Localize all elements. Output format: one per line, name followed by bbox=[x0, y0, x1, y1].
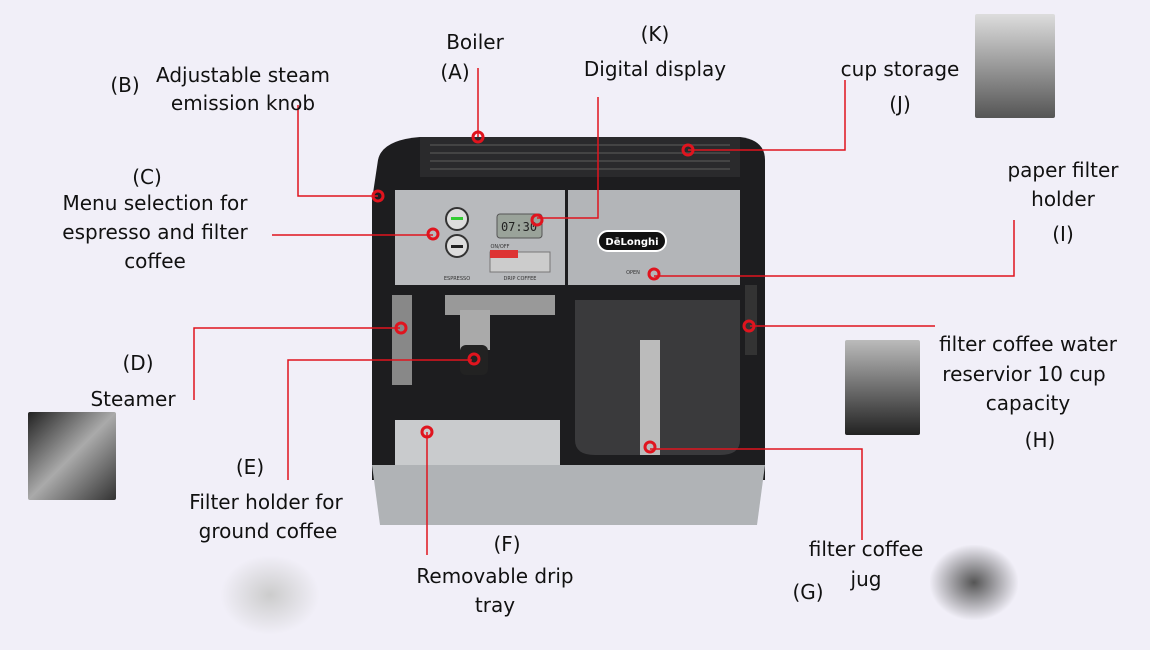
filter-holder-photo bbox=[220, 555, 320, 635]
coffee-jug-photo bbox=[930, 545, 1018, 620]
label-d-name: Steamer bbox=[90, 387, 176, 411]
label-k-letter: (K) bbox=[640, 22, 670, 46]
coffee-machine: ESPRESSO 07:30 ON/OFF DRIP COFFEE DēLong… bbox=[372, 137, 765, 525]
label-i-line1: paper filter bbox=[1007, 158, 1119, 182]
open-label: OPEN bbox=[626, 270, 640, 276]
svg-text:07:30: 07:30 bbox=[501, 220, 537, 234]
label-c-line1: Menu selection for bbox=[62, 191, 248, 215]
label-c-line3: coffee bbox=[124, 249, 186, 273]
steamer-wand bbox=[392, 295, 412, 385]
espresso-label: ESPRESSO bbox=[444, 276, 470, 282]
label-h-letter: (H) bbox=[1024, 428, 1056, 452]
label-i-letter: (I) bbox=[1052, 222, 1074, 246]
label-f-line2: tray bbox=[474, 593, 516, 617]
label-a-name: Boiler bbox=[446, 30, 504, 54]
label-c-letter: (C) bbox=[132, 165, 162, 189]
svg-text:DēLonghi: DēLonghi bbox=[605, 237, 658, 248]
label-e-letter: (E) bbox=[235, 455, 265, 479]
label-e-line1: Filter holder for bbox=[189, 490, 343, 514]
onoff-label: ON/OFF bbox=[490, 244, 509, 250]
label-b-line2: emission knob bbox=[170, 91, 316, 115]
label-j-letter: (J) bbox=[889, 92, 911, 116]
label-c-line2: espresso and filter bbox=[62, 220, 248, 244]
label-f-letter: (F) bbox=[493, 532, 521, 556]
label-h-line2: reservior 10 cup bbox=[942, 362, 1106, 386]
cup-storage-grille bbox=[420, 137, 740, 177]
leader-lines bbox=[193, 68, 1015, 555]
label-d-letter: (D) bbox=[122, 351, 154, 375]
steamer-photo bbox=[28, 412, 116, 500]
label-i-line2: holder bbox=[1031, 187, 1095, 211]
label-h-line3: capacity bbox=[985, 391, 1071, 415]
label-b-line1: Adjustable steam bbox=[156, 63, 330, 87]
callout-markers bbox=[371, 130, 756, 454]
label-f-line1: Removable drip bbox=[416, 564, 574, 588]
label-k-name: Digital display bbox=[583, 57, 727, 81]
label-a-letter: (A) bbox=[440, 60, 470, 84]
label-g-letter: (G) bbox=[792, 580, 824, 604]
label-h-line1: filter coffee water bbox=[939, 332, 1117, 356]
cup-storage-photo bbox=[975, 14, 1055, 118]
drip-tray bbox=[372, 465, 765, 525]
label-j-name: cup storage bbox=[840, 57, 960, 81]
label-g-line2: jug bbox=[850, 567, 882, 591]
drip-tray-grate bbox=[395, 420, 560, 470]
water-reservoir-photo bbox=[845, 340, 920, 435]
label-g-line1: filter coffee bbox=[808, 537, 924, 561]
label-b-letter: (B) bbox=[110, 73, 140, 97]
brand-logo bbox=[597, 230, 667, 252]
drip-coffee-label: DRIP COFFEE bbox=[504, 276, 537, 282]
filter-holder bbox=[460, 310, 490, 350]
label-e-line2: ground coffee bbox=[198, 519, 338, 543]
